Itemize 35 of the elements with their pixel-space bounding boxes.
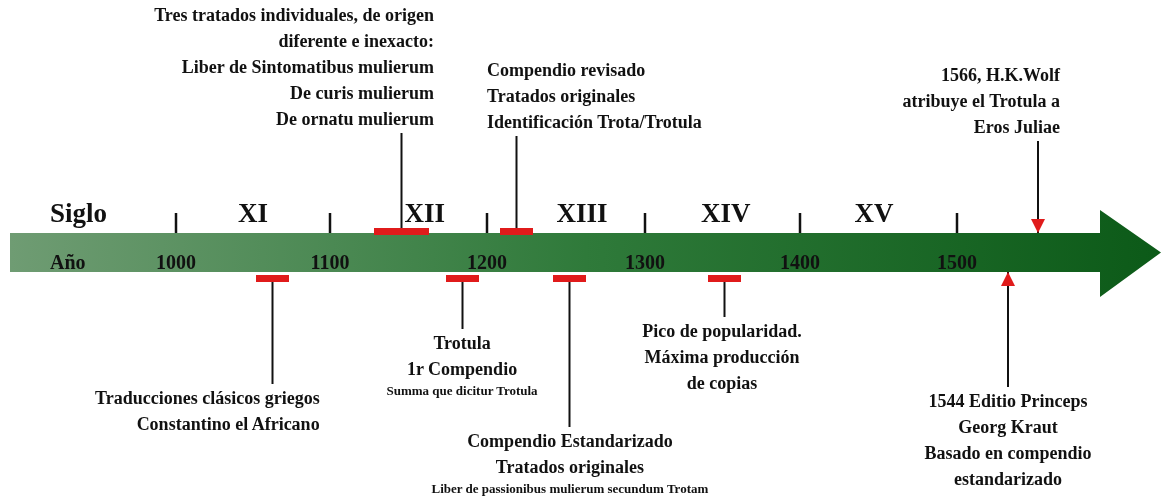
- leader-line: [461, 281, 464, 330]
- century-label: XIV: [701, 200, 751, 227]
- event-text: Compendio revisado Tratados originales Identificación Trota/Trotula: [487, 57, 702, 135]
- event-text: 1544 Editio Princeps Georg Kraut Basado en compendio estandarizado: [908, 388, 1108, 492]
- year-label: 1000: [156, 252, 196, 272]
- leader-line: [568, 281, 571, 428]
- event-text: Trotula 1r Compendio Summa que dicitur Trotula: [386, 330, 538, 400]
- arrow: [1031, 140, 1045, 234]
- period-marker: [256, 275, 289, 282]
- event-text: Compendio Estandarizado Tratados originales Liber de passionibus mulierum secundum Trotam: [431, 428, 709, 497]
- year-label: 1100: [310, 252, 350, 272]
- leader-line: [400, 132, 403, 229]
- period-marker: [708, 275, 741, 282]
- year-label: 1400: [780, 252, 820, 272]
- period-marker: [374, 228, 429, 235]
- century-label: XIII: [556, 200, 608, 227]
- century-label: XII: [404, 200, 445, 227]
- event-text: Pico de popularidad. Máxima producción de copias: [634, 318, 810, 396]
- arrow: [1001, 271, 1015, 388]
- leader-line: [723, 281, 726, 318]
- axis-title: Año: [50, 252, 86, 272]
- century-label: XI: [238, 200, 268, 227]
- year-label: 1300: [625, 252, 665, 272]
- century-label: XV: [854, 200, 894, 227]
- event-text: 1566, H.K.Wolf atribuye el Trotula a Eros Juliae: [885, 62, 1060, 140]
- period-marker: [446, 275, 479, 282]
- event-text: Tres tratados individuales, de origen diferente e inexacto: Liber de Sintomatibus mulierum De curis mulierum De ornatu mulierum: [134, 2, 434, 132]
- year-label: 1200: [467, 252, 507, 272]
- axis-title: Siglo: [50, 200, 108, 227]
- period-marker: [500, 228, 533, 235]
- leader-line: [271, 281, 274, 385]
- year-label: 1500: [937, 252, 977, 272]
- period-marker: [553, 275, 586, 282]
- event-text: Traducciones clásicos griegos Constantino el Africano: [95, 385, 320, 437]
- leader-line: [515, 135, 518, 229]
